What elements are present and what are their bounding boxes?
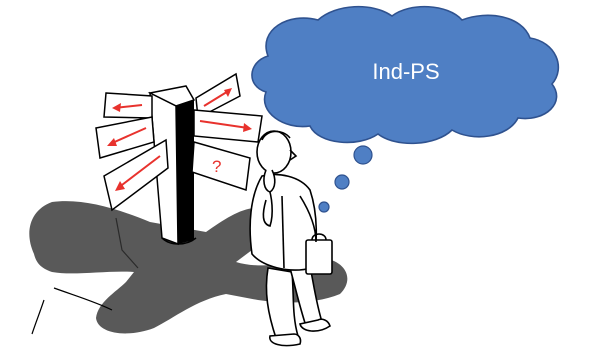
sign-board-bottom-left [103,138,169,212]
thinking-man-figure [249,130,333,347]
sign-board-middle-left [95,116,155,159]
sign-board-top-left [103,92,153,119]
sign-board-middle-right [193,109,263,143]
sign-board-question: ? [191,141,251,192]
thought-cloud: Ind-PS [251,5,560,145]
cloud-label: Ind-PS [372,59,439,84]
thought-bubbles [318,145,373,213]
question-mark-text: ? [212,157,221,176]
